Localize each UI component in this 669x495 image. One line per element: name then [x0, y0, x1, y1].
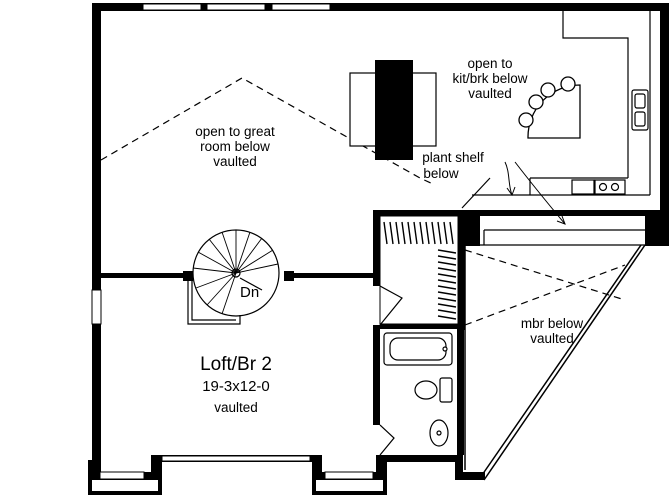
loft-name: Loft/Br 2: [200, 354, 272, 375]
plant-shelf-label-line1: plant shelf: [422, 150, 484, 165]
mbr-edge: [464, 244, 646, 481]
loft-size: 19-3x12-0: [202, 378, 270, 395]
plant-shelf-lines: [480, 229, 645, 246]
dining-table: [349, 60, 437, 160]
kitchen-label-line3: vaulted: [468, 86, 512, 101]
bathroom: [383, 332, 453, 447]
plant-shelf-arrows: [504, 161, 566, 225]
spiral-stair: [187, 229, 280, 325]
vault-dashes: [100, 77, 626, 326]
great-room-label-line3: vaulted: [213, 154, 257, 169]
stair-down-label: Dn: [240, 284, 259, 301]
plant-shelf-label-line2: below: [423, 166, 459, 181]
labels: open to kit/brk below vaulted open to gr…: [195, 56, 583, 415]
mbr-label-line1: mbr below: [521, 316, 584, 331]
closet: [379, 215, 459, 325]
kitchen-counter: [461, 11, 651, 209]
great-room-label-line1: open to great: [195, 124, 275, 139]
loft-note: vaulted: [214, 400, 258, 415]
breakfast-island: [518, 76, 581, 139]
top-windows: [142, 3, 331, 11]
kitchen-label-line1: open to: [467, 56, 512, 71]
interior-walls: [101, 210, 669, 455]
bottom-windows: [99, 455, 374, 480]
great-room-label-line2: room below: [200, 139, 270, 154]
left-window: [91, 289, 102, 325]
doors: [379, 285, 403, 456]
kitchen-label-line2: kit/brk below: [452, 71, 527, 86]
mbr-label-line2: vaulted: [530, 331, 574, 346]
